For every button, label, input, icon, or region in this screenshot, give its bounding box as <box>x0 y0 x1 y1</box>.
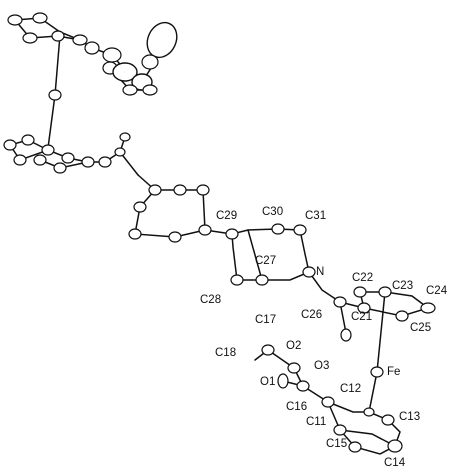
amide-n-c26-bond <box>308 271 341 303</box>
atom-ellipsoid <box>72 34 88 46</box>
atom-ellipsoid <box>84 41 100 55</box>
label-c31: C31 <box>305 210 326 222</box>
atom-ellipsoid <box>22 32 38 44</box>
label-fe: Fe <box>387 366 400 378</box>
label-o3: O3 <box>314 360 329 372</box>
label-c11: C11 <box>306 416 326 428</box>
atom-c22 <box>353 286 367 298</box>
label-c30: C30 <box>262 206 283 218</box>
atom-ellipsoid <box>198 224 212 236</box>
atom-c13 <box>381 414 395 426</box>
atoms <box>3 12 436 453</box>
atom-c26 <box>333 296 347 308</box>
atom-ellipsoid <box>13 154 27 166</box>
atom-c23 <box>378 286 392 298</box>
label-c18: C18 <box>215 347 236 359</box>
atom-labels: C29 C30 C31 C27 N C28 C22 C23 C24 C26 C2… <box>200 206 448 469</box>
atom-c28 <box>230 274 244 286</box>
atom-ellipsoid <box>114 147 126 157</box>
label-c29: C29 <box>216 210 237 222</box>
atom-ellipsoid <box>61 152 75 164</box>
fe-cp-bond <box>376 291 386 373</box>
label-c25: C25 <box>410 322 431 334</box>
atom-c30 <box>271 223 285 235</box>
atom-ellipsoid <box>141 54 159 70</box>
atom-ellipsoid <box>128 228 142 240</box>
label-c28: C28 <box>200 294 221 306</box>
atom-c17 <box>261 344 275 356</box>
atom-o3 <box>340 328 352 342</box>
label-c23: C23 <box>392 280 413 292</box>
label-c26: C26 <box>301 309 322 321</box>
atom-o1 <box>277 373 289 389</box>
atom-c25 <box>395 310 409 322</box>
label-c13: C13 <box>399 411 420 423</box>
atom-ellipsoid <box>102 47 122 63</box>
atom-c29 <box>225 228 239 240</box>
atom-c11 <box>321 396 335 408</box>
label-c14: C14 <box>384 457 406 469</box>
atom-ellipsoid <box>81 156 95 168</box>
atom-c27 <box>255 274 269 286</box>
atom-ellipsoid <box>148 184 162 196</box>
atom-ellipsoid <box>196 184 210 196</box>
fe-cp-bond <box>47 94 56 149</box>
atom-ellipsoid-large <box>112 62 138 82</box>
atom-ellipsoid <box>21 134 35 146</box>
atom-ellipsoid <box>7 14 23 26</box>
fe-cp-bond <box>368 371 378 413</box>
bonds <box>9 17 430 455</box>
atom-ellipsoid <box>142 84 158 96</box>
atom-o2 <box>287 362 301 374</box>
label-c21: C21 <box>351 311 372 323</box>
atom-ellipsoid <box>119 132 131 142</box>
cp-ring-c11-c15-bond <box>339 429 396 447</box>
atom-ellipsoid <box>98 156 112 168</box>
atom-ellipsoid <box>173 184 187 196</box>
label-c27: C27 <box>255 255 276 267</box>
atom-ellipsoid <box>33 154 47 166</box>
label-c24: C24 <box>426 285 448 297</box>
atom-ellipsoid <box>122 84 138 96</box>
label-n: N <box>316 266 324 278</box>
atom-c14 <box>387 439 403 453</box>
atom-n <box>302 266 316 278</box>
atom-ellipsoid <box>53 162 67 174</box>
atom-ellipsoid <box>348 441 362 453</box>
atom-fe <box>370 366 384 378</box>
atom-ellipsoid <box>51 30 65 42</box>
label-o1: O1 <box>260 376 275 388</box>
atom-c15 <box>333 424 347 436</box>
label-c15: C15 <box>326 438 347 450</box>
fe-atom-upper <box>48 89 62 101</box>
central-piperazine-bond <box>247 229 263 281</box>
upper-cp-ring-bond <box>14 19 81 41</box>
atom-ellipsoid <box>168 231 182 243</box>
label-c12: C12 <box>340 383 361 395</box>
atom-c16 <box>296 380 310 392</box>
fe-cp-bond <box>54 34 61 96</box>
atom-ellipsoid <box>3 139 17 151</box>
cp-ring-c11-c15-bond <box>327 401 401 455</box>
label-o2: O2 <box>286 340 301 352</box>
atom-c31 <box>293 224 307 236</box>
atom-c24 <box>420 302 436 314</box>
label-c22: C22 <box>352 272 373 284</box>
atom-ellipsoid <box>133 201 147 213</box>
atom-ellipsoid <box>32 12 48 24</box>
atom-c12 <box>363 407 375 417</box>
atom-c21 <box>357 302 371 314</box>
label-c16: C16 <box>286 401 307 413</box>
label-c17: C17 <box>255 314 276 326</box>
atom-ellipsoid <box>41 144 55 156</box>
